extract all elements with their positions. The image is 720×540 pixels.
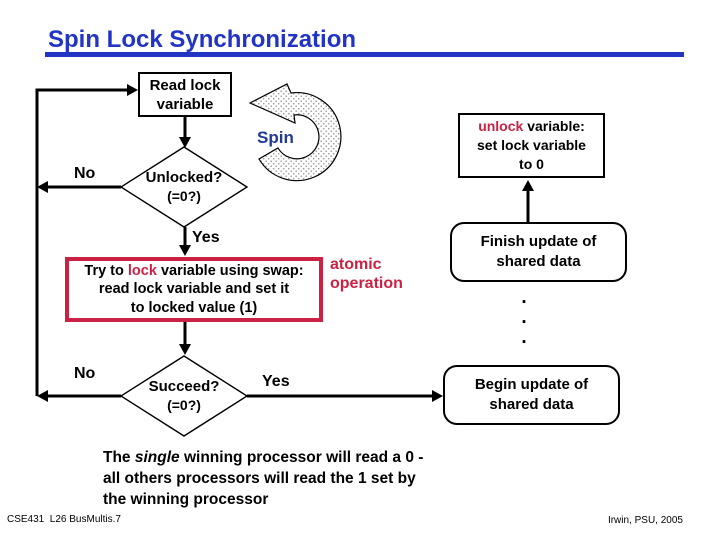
text-segment: The xyxy=(103,449,135,466)
title-rule xyxy=(45,52,684,57)
unlocked-decision: Unlocked? (=0?) xyxy=(121,147,247,227)
footer-slide-id: CSE431 L26 BusMultis.7 xyxy=(7,514,121,525)
yes-label-2: Yes xyxy=(262,373,290,390)
summary-line: the winning processor xyxy=(103,491,269,508)
box-text-line: to locked value (1) xyxy=(130,299,258,316)
succeed-to-begin-connector xyxy=(247,390,443,402)
atomic-operation-label: atomic operation xyxy=(330,255,403,293)
text-segment: variable using swap: xyxy=(156,262,304,279)
decision-text-line: (=0?) xyxy=(167,397,201,413)
italic-text: single xyxy=(134,449,180,466)
begin-update-box: Begin update of shared data xyxy=(443,365,620,425)
summary-line: all others processors will read the 1 se… xyxy=(103,470,416,487)
decision-text-line: Succeed? xyxy=(148,378,220,395)
box-text-line: read lock variable and set it xyxy=(98,281,290,298)
box-text-line: Try to lock variable using swap: xyxy=(84,262,303,281)
try-lock-box: Try to lock variable using swap: read lo… xyxy=(65,257,323,322)
loop-connector xyxy=(35,84,138,396)
box-text-line: variable xyxy=(156,95,214,113)
no-connector-1 xyxy=(37,181,121,193)
read-to-unlocked-connector xyxy=(179,117,191,148)
ellipsis-dot: . xyxy=(521,307,527,328)
succeed-diamond-shape xyxy=(119,355,249,437)
box-text-line: Finish update of xyxy=(480,233,597,250)
ellipsis-dots: . . . xyxy=(518,288,530,348)
box-text-line: set lock variable xyxy=(477,137,586,153)
box-text-line: shared data xyxy=(489,396,574,413)
no-connector-2 xyxy=(37,390,121,402)
summary-text: The single winning processor will read a… xyxy=(103,447,483,510)
succeed-decision: Succeed? (=0?) xyxy=(121,356,247,436)
read-lock-box: Read lock variable xyxy=(138,72,232,117)
box-text-line: Begin update of xyxy=(474,376,589,393)
unlocked-to-trylock-connector xyxy=(179,227,191,256)
box-text-line: Read lock xyxy=(149,76,221,94)
finish-update-box: Finish update of shared data xyxy=(450,222,627,282)
highlighted-text: unlock xyxy=(478,118,524,134)
text-segment: variable: xyxy=(523,118,585,134)
decision-text-line: Unlocked? xyxy=(145,169,223,186)
trylock-to-succeed-connector xyxy=(179,322,191,355)
label-line: operation xyxy=(330,275,403,292)
summary-line: The single winning processor will read a… xyxy=(103,447,483,468)
spin-label: Spin xyxy=(257,128,294,147)
yes-label-1: Yes xyxy=(192,229,220,246)
box-text-line: unlock variable: xyxy=(478,117,585,136)
decision-text-line: (=0?) xyxy=(167,188,201,204)
text-segment: Try to xyxy=(84,262,128,279)
box-text-line: to 0 xyxy=(519,156,544,172)
no-label-1: No xyxy=(74,165,96,182)
finish-to-unlock-connector xyxy=(522,180,534,222)
label-line: atomic xyxy=(330,256,382,273)
no-label-2: No xyxy=(74,365,96,382)
highlighted-text: lock xyxy=(127,262,157,279)
ellipsis-dot: . xyxy=(521,327,527,348)
unlocked-diamond-shape xyxy=(119,146,249,228)
box-text-line: shared data xyxy=(496,253,581,270)
ellipsis-dot: . xyxy=(521,287,527,308)
unlock-box: unlock variable: set lock variable to 0 xyxy=(458,113,605,178)
footer-credit: Irwin, PSU, 2005 xyxy=(607,515,683,526)
text-segment: winning processor will read a 0 - xyxy=(179,449,424,466)
spin-rotate-arrow-icon xyxy=(248,83,342,182)
page-title: Spin Lock Synchronization xyxy=(48,26,357,53)
